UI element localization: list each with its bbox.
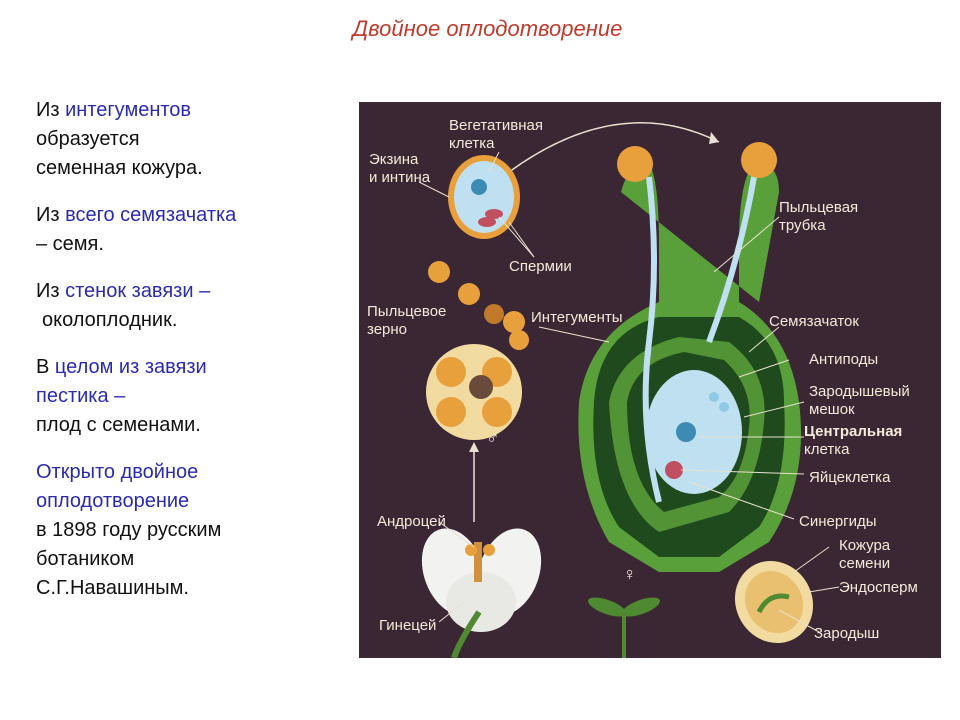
text: в 1898 году русским bbox=[36, 519, 222, 541]
highlight-text: оплодотворение bbox=[36, 490, 190, 512]
male-symbol: ♂ bbox=[486, 428, 500, 448]
highlight-text: интегументов bbox=[65, 99, 192, 121]
label-pollen-grain-2: зерно bbox=[367, 321, 407, 338]
sperm-cell bbox=[485, 209, 503, 219]
label-vegetative-cell-1: Вегетативная bbox=[449, 117, 543, 134]
seed bbox=[734, 560, 814, 644]
pollen-dot bbox=[509, 330, 529, 350]
anther-cross-section bbox=[426, 344, 522, 440]
highlight-text: Открыто двойное bbox=[36, 461, 199, 483]
female-symbol: ♀ bbox=[623, 564, 637, 584]
label-egg-cell: Яйцеклетка bbox=[809, 469, 891, 486]
pollen-dot bbox=[503, 311, 525, 333]
label-embryo-sac-2: мешок bbox=[809, 401, 855, 418]
label-embryo-sac-1: Зародышевый bbox=[809, 383, 910, 400]
text: Из bbox=[36, 204, 60, 226]
label-integuments: Интегументы bbox=[531, 309, 623, 326]
text: плод с семенами. bbox=[36, 414, 201, 436]
label-sperms: Спермии bbox=[509, 258, 572, 275]
arrow-head bbox=[469, 442, 479, 452]
pollen-dot bbox=[484, 304, 504, 324]
text: В bbox=[36, 356, 50, 378]
label-vegetative-cell-2: клетка bbox=[449, 135, 495, 152]
text: С.Г.Навашиным. bbox=[36, 577, 189, 599]
arrow-head bbox=[709, 132, 719, 144]
pistil bbox=[578, 142, 801, 572]
paragraph-discovery: Открыто двойное оплодотворение в 1898 го… bbox=[36, 458, 336, 603]
highlight-text: пестика – bbox=[36, 385, 126, 407]
label-endosperm: Эндосперм bbox=[839, 579, 918, 596]
label-embryo: Зародыш bbox=[814, 625, 879, 642]
egg-cell bbox=[665, 461, 683, 479]
pollen-dot bbox=[458, 283, 480, 305]
paragraph-fruit: В целом из завязи пестика – плод с семен… bbox=[36, 353, 336, 440]
label-pollen-tube-2: трубка bbox=[779, 217, 826, 234]
text: околоплодник. bbox=[42, 309, 178, 331]
label-exine-2: и интина bbox=[369, 169, 431, 186]
label-central-cell-1: Центральная bbox=[804, 423, 902, 440]
pollen-tube-path bbox=[642, 176, 662, 503]
label-seed-coat-1: Кожура bbox=[839, 537, 891, 554]
text-column: Из интегументов образуется семенная кожу… bbox=[36, 96, 336, 621]
label-pollen-grain-1: Пыльцевое bbox=[367, 303, 446, 320]
label-central-cell-2: клетка bbox=[804, 441, 850, 458]
text: Из bbox=[36, 99, 60, 121]
stigma bbox=[617, 146, 653, 182]
text: ботаником bbox=[36, 548, 135, 570]
leader-lines bbox=[418, 151, 840, 633]
label-androecium: Андроцей bbox=[377, 513, 446, 530]
label-synergids: Синергиды bbox=[799, 513, 877, 530]
label-antipodes: Антиподы bbox=[809, 351, 878, 368]
label-seed-coat-2: семени bbox=[839, 555, 890, 572]
vegetative-nucleus bbox=[471, 179, 487, 195]
slide-title: Двойное оплодотворение bbox=[352, 16, 623, 41]
label-exine-1: Экзина bbox=[369, 151, 419, 168]
double-fertilization-diagram: Вегетативная клетка Экзина и интина Спер… bbox=[359, 102, 941, 658]
label-pollen-tube-1: Пыльцевая bbox=[779, 199, 858, 216]
flower bbox=[421, 528, 542, 658]
highlight-text: целом из завязи bbox=[54, 356, 207, 378]
antipode-cell bbox=[719, 402, 729, 412]
text: Из bbox=[36, 280, 60, 302]
text: образуется bbox=[36, 128, 140, 150]
text: семенная кожура. bbox=[36, 157, 203, 179]
paragraph-ovule: Из всего семязачатка – семя. bbox=[36, 201, 336, 259]
label-ovule: Семязачаток bbox=[769, 313, 859, 330]
highlight-text: стенок завязи – bbox=[65, 280, 211, 302]
pollen-tube-path bbox=[706, 176, 757, 344]
seedling bbox=[588, 597, 660, 658]
paragraph-integuments: Из интегументов образуется семенная кожу… bbox=[36, 96, 336, 183]
central-cell-nucleus bbox=[676, 422, 696, 442]
sperm-cell bbox=[478, 217, 496, 227]
paragraph-ovary-walls: Из стенок завязи – околоплодник. bbox=[36, 277, 336, 335]
label-gynoecium: Гинецей bbox=[379, 617, 436, 634]
highlight-text: всего семязачатка bbox=[65, 204, 237, 226]
pollen-dot bbox=[428, 261, 450, 283]
antipode-cell bbox=[709, 392, 719, 402]
top-arrow bbox=[508, 122, 720, 173]
stigma bbox=[741, 142, 777, 178]
text: – семя. bbox=[36, 233, 104, 255]
